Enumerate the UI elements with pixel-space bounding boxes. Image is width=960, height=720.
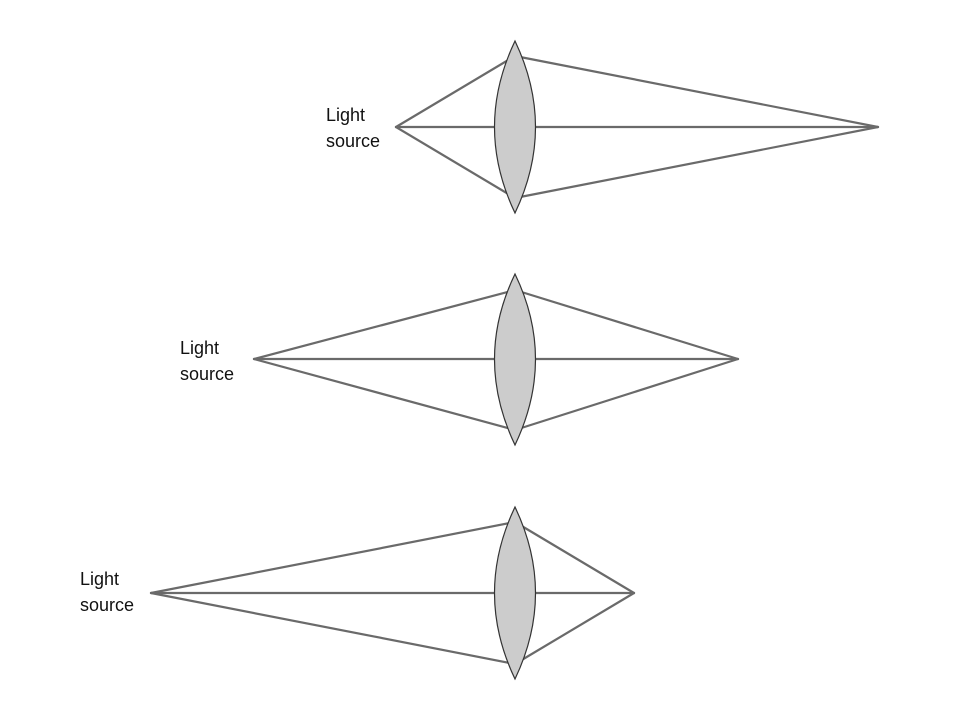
light-source-label-line1: Light bbox=[326, 105, 365, 125]
convex-lens bbox=[493, 39, 537, 215]
ray-lower-incoming bbox=[252, 357, 517, 432]
ray-lower-incoming bbox=[149, 591, 517, 666]
ray-upper-incoming bbox=[252, 288, 517, 361]
ray-upper-outgoing bbox=[513, 288, 740, 361]
ray-lower-outgoing bbox=[513, 357, 740, 432]
ray-lower-incoming bbox=[394, 125, 517, 200]
light-source-label-line2: source bbox=[180, 364, 234, 384]
lens-panel-1: Light source bbox=[326, 39, 880, 215]
lens-panel-2: Light source bbox=[180, 272, 740, 447]
light-source-label: Light source bbox=[80, 569, 134, 615]
light-source-label-line2: source bbox=[80, 595, 134, 615]
lens-panel-3: Light source bbox=[80, 505, 636, 681]
ray-upper-outgoing bbox=[513, 520, 636, 595]
ray-lower-outgoing bbox=[513, 125, 880, 200]
light-source-label: Light source bbox=[326, 105, 380, 151]
ray-lower-outgoing bbox=[513, 591, 636, 666]
light-source-label-line1: Light bbox=[80, 569, 119, 589]
convex-lens bbox=[493, 505, 537, 681]
ray-upper-outgoing bbox=[513, 54, 880, 129]
light-source-label-line2: source bbox=[326, 131, 380, 151]
light-source-label-line1: Light bbox=[180, 338, 219, 358]
ray-upper-incoming bbox=[394, 54, 517, 129]
convex-lens bbox=[493, 272, 537, 447]
ray-upper-incoming bbox=[149, 520, 517, 595]
light-source-label: Light source bbox=[180, 338, 234, 384]
